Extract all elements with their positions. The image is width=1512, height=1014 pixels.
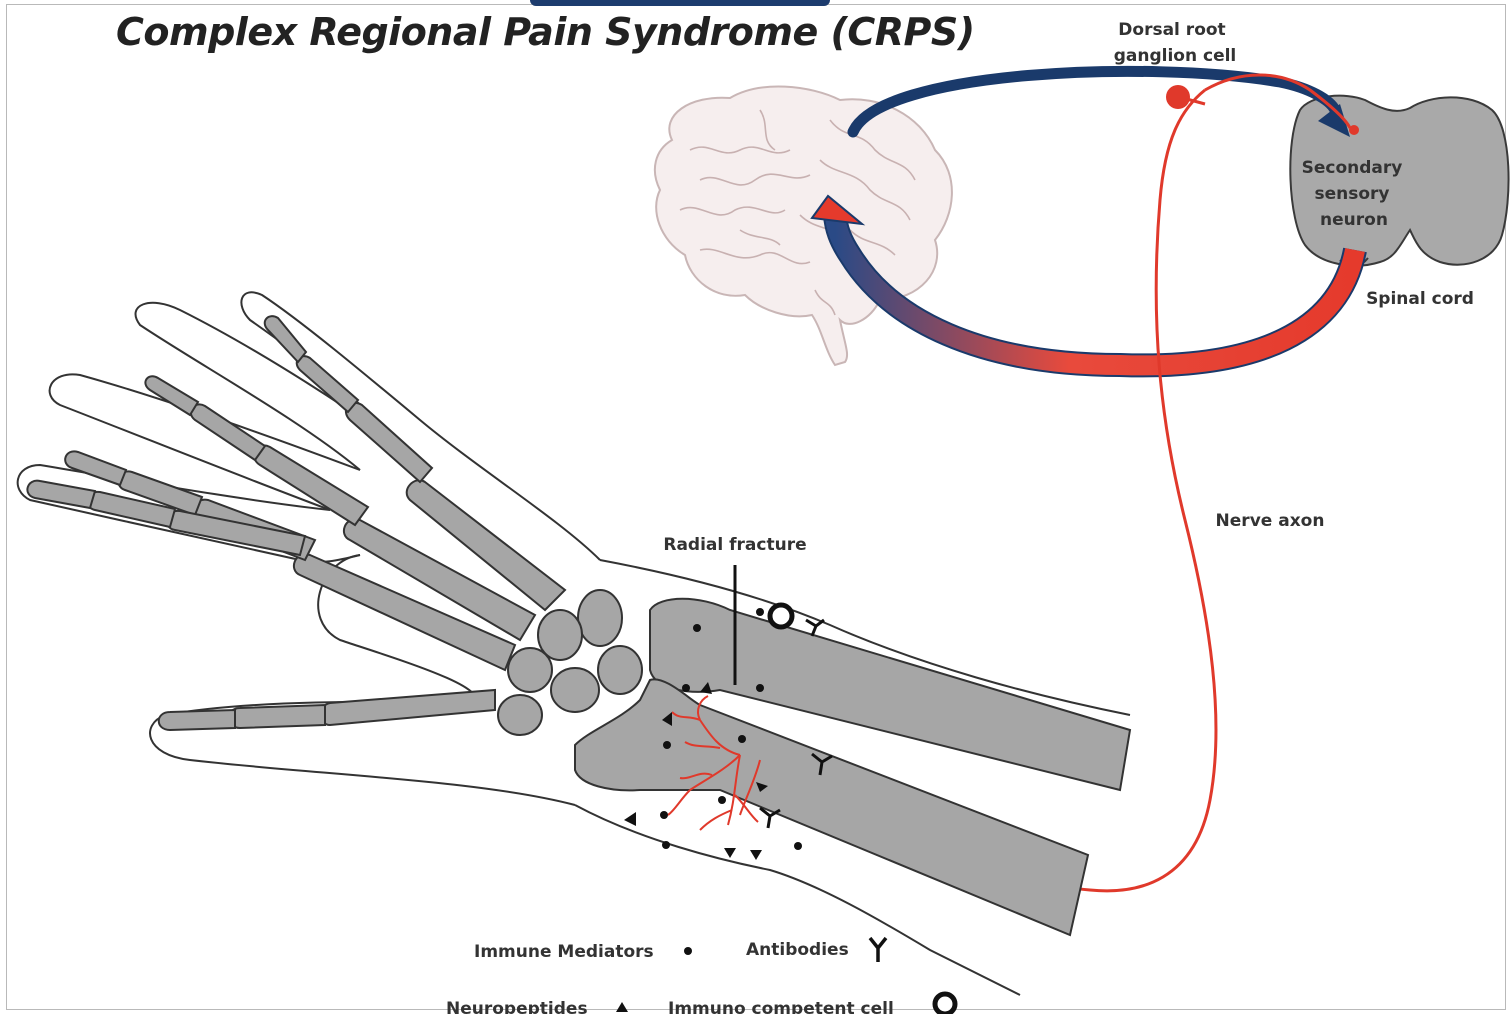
dorsal-root-label-line1: Dorsal root bbox=[1118, 20, 1225, 40]
legend-antibodies-label: Antibodies bbox=[746, 940, 849, 960]
legend-immuno-cell-label: Immuno competent cell bbox=[668, 999, 894, 1014]
ganglion-cell-body bbox=[1166, 85, 1190, 109]
radial-fracture-label: Radial fracture bbox=[663, 535, 806, 555]
legend-triangle-icon bbox=[616, 1002, 628, 1012]
immuno-cell-marker bbox=[770, 605, 792, 627]
hand-bones bbox=[27, 316, 1130, 935]
spinal-cord-label: Spinal cord bbox=[1366, 289, 1474, 309]
legend-dot-icon bbox=[684, 947, 692, 955]
nerve-axon-label: Nerve axon bbox=[1216, 511, 1325, 531]
legend: Immune Mediators Antibodies Neuropeptide… bbox=[446, 938, 955, 1014]
legend-neuropeptides-label: Neuropeptides bbox=[446, 999, 588, 1014]
legend-antibody-icon bbox=[870, 938, 886, 962]
legend-immune-mediators-label: Immune Mediators bbox=[474, 942, 654, 962]
dorsal-root-label-line2: ganglion cell bbox=[1114, 46, 1237, 66]
secondary-neuron-label-line2: sensory bbox=[1314, 184, 1389, 204]
secondary-neuron-label-line3: neuron bbox=[1320, 210, 1388, 230]
legend-cell-icon bbox=[935, 994, 955, 1014]
secondary-neuron-label-line1: Secondary bbox=[1302, 158, 1403, 178]
blue-arrow bbox=[853, 71, 1350, 137]
